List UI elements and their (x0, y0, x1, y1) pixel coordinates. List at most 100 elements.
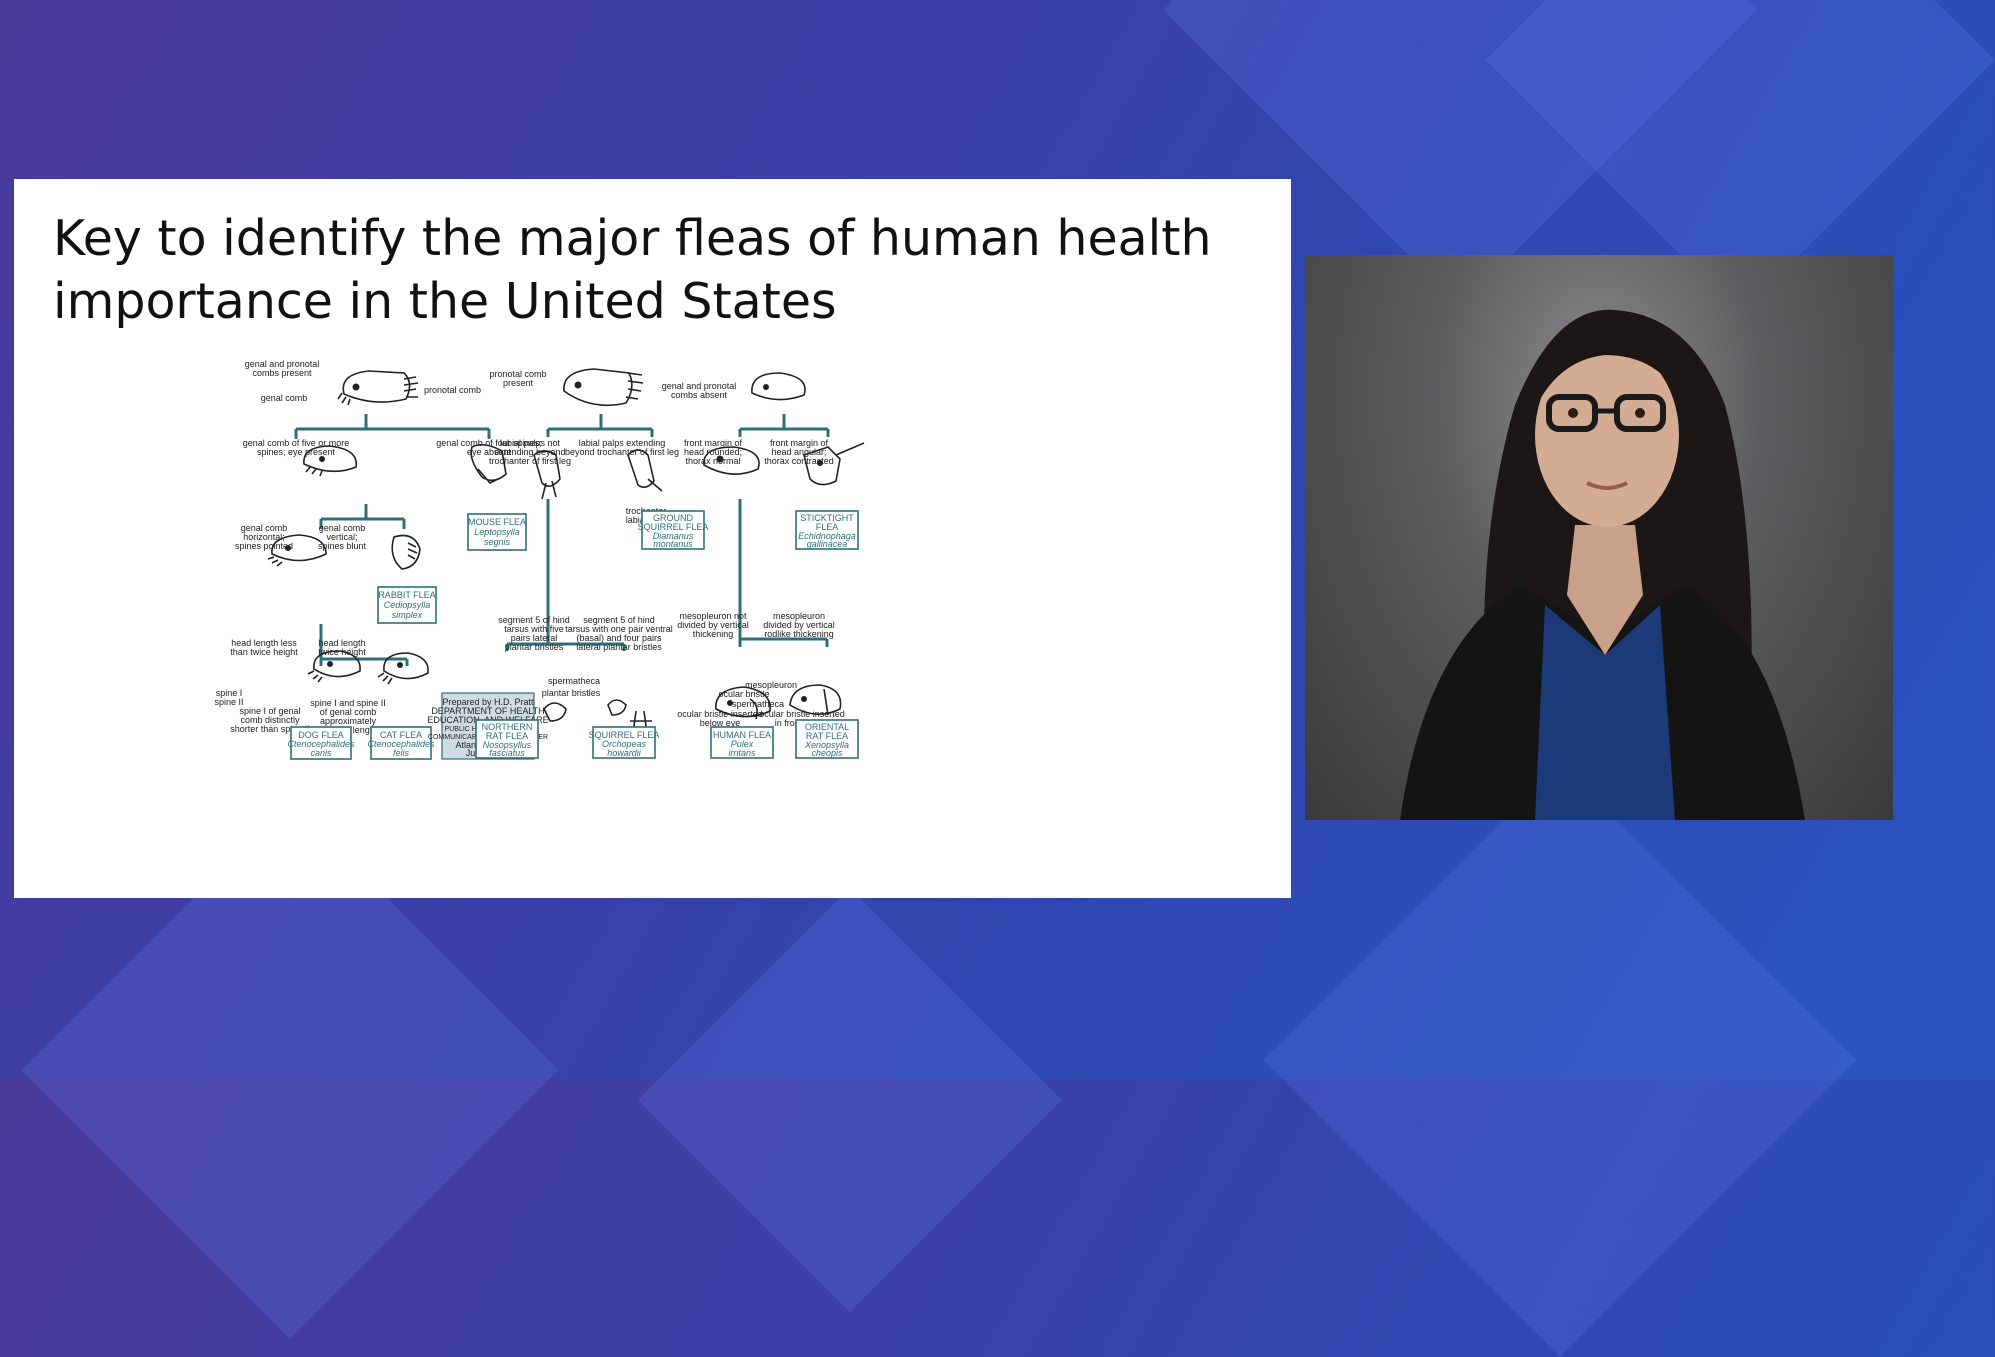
key-label-genal-four: genal comb of four spines; (436, 438, 542, 448)
key-label-genal-vertical: genal comb (319, 523, 366, 533)
key-label-seg5-one: segment 5 of hind (583, 615, 655, 625)
key-label-spermatheca: spermatheca (548, 676, 600, 686)
key-label-combs-absent: genal and pronotal (662, 381, 737, 391)
species-common: HUMAN FLEA (713, 730, 771, 740)
key-label-spine-equal: approximately (320, 716, 377, 726)
key-label-genal-four: eye absent (467, 447, 512, 457)
key-label-genal-comb: genal comb (261, 393, 308, 403)
key-label-meso-not: thickening (693, 629, 734, 639)
flea-head-illustration (703, 446, 760, 475)
species-box-rabbit: RABBIT FLEA Cediopsylla simplex (377, 586, 437, 624)
species-common: RAT FLEA (806, 731, 848, 741)
key-label-ocular-below: ocular bristle inserted (677, 709, 763, 719)
key-label-spermatheca2: spermatheca (732, 699, 784, 709)
flea-head-illustration (391, 534, 421, 570)
key-label-genal-horizontal: horizontal; (243, 532, 285, 542)
key-label-spine-ii: spine II (214, 697, 243, 707)
key-label-labial-ext: beyond trochanter of first leg (565, 447, 679, 457)
slide-title: Key to identify the major fleas of human… (53, 210, 1212, 330)
key-label-pronotal-comb: pronotal comb (424, 385, 481, 395)
key-label-meso-not: divided by vertical (677, 620, 749, 630)
species-box-sticktight: STICKTIGHT FLEA Echidnophaga gallinacea (795, 510, 859, 550)
key-label-seg5-five: pairs lateral (511, 633, 558, 643)
species-common: RABBIT FLEA (378, 590, 435, 600)
key-label-front-angular: front margin of (770, 438, 829, 448)
key-label-ocular-bristle: ocular bristle (718, 689, 769, 699)
species-box-dog: DOG FLEA Ctenocephalides canis (287, 726, 355, 760)
key-label-seg5-one: (basal) and four pairs (576, 633, 662, 643)
species-latin: Diamanus (653, 531, 694, 541)
key-label-genal-vertical: vertical; (326, 532, 357, 542)
species-common: SQUIRREL FLEA (589, 730, 660, 740)
species-latin: gallinacea (807, 539, 848, 549)
key-label-pronotal-present: pronotal comb (489, 369, 546, 379)
species-box-mouse: MOUSE FLEA Leptopsylla segnis (467, 513, 527, 551)
species-box-squirrel: SQUIRREL FLEA Orchopeas howardii (589, 726, 660, 759)
species-latin: Nosopsyllus (483, 740, 532, 750)
tarsus-illustration (607, 699, 652, 742)
key-label-front-rounded: front margin of (684, 438, 743, 448)
flea-leg-illustration (627, 449, 663, 492)
species-common: SQUIRREL FLEA (638, 522, 709, 532)
key-label-meso-not: mesopleuron not (679, 611, 747, 621)
key-label-head-twice: twice height (318, 647, 366, 657)
key-label-spine-equal: of genal comb (320, 707, 377, 717)
key-label-ocular-front: ocular bristle inserted (759, 709, 845, 719)
background-shape (637, 887, 1063, 1313)
species-common: CAT FLEA (380, 730, 422, 740)
key-label-labial-not: extending beyond (494, 447, 565, 457)
key-label-meso-div: divided by vertical (763, 620, 835, 630)
species-latin: Pulex (731, 739, 754, 749)
key-label-meso-div: mesopleuron (773, 611, 825, 621)
species-latin: montanus (653, 539, 693, 549)
species-latin: canis (310, 748, 332, 758)
species-common: FLEA (816, 522, 839, 532)
key-label-meso-div: rodlike thickening (764, 629, 834, 639)
species-box-cat: CAT FLEA Ctenocephalides felis (367, 726, 435, 760)
key-label-genal-horizontal: genal comb (241, 523, 288, 533)
species-box-human: HUMAN FLEA Pulex irritans (710, 726, 774, 759)
key-label-seg5-one: lateral plantar bristles (576, 642, 662, 652)
key-label-front-angular: head angular; (771, 447, 826, 457)
species-common: STICKTIGHT (800, 513, 854, 523)
flea-head-illustration (337, 370, 419, 406)
key-label-front-rounded: head rounded; (684, 447, 742, 457)
key-label-pronotal-present: present (503, 378, 534, 388)
species-latin: simplex (392, 610, 423, 620)
species-latin: Orchopeas (602, 739, 647, 749)
key-label-genal-five: genal comb of five or more (243, 438, 350, 448)
flea-head-illustration (307, 650, 361, 683)
species-latin: Ctenocephalides (367, 739, 435, 749)
species-latin: irritans (728, 748, 756, 758)
species-latin: Echidnophaga (798, 531, 856, 541)
key-label-seg5-five: tarsus with five (504, 624, 564, 634)
species-latin: felis (393, 748, 410, 758)
flea-head-illustration (803, 442, 865, 486)
species-latin: fasciatus (489, 748, 525, 758)
key-label-head-twice: head length (318, 638, 365, 648)
key-label-mesopleuron: mesopleuron (745, 680, 797, 690)
presentation-slide: Key to identify the major fleas of human… (14, 179, 1291, 898)
key-label-seg5-five: segment 5 of hind (498, 615, 570, 625)
species-box-ground-squirrel: GROUND SQUIRREL FLEA Diamanus montanus (638, 510, 709, 550)
key-label-genal-pronotal-present: combs present (252, 368, 312, 378)
species-common: NORTHERN (482, 722, 533, 732)
key-label-combs-absent: combs absent (671, 390, 728, 400)
key-label-front-angular: thorax contracted (764, 456, 834, 466)
flea-head-illustration (267, 534, 327, 567)
credit-line: DEPARTMENT OF HEALTH (431, 706, 544, 716)
flea-head-illustration (470, 443, 507, 484)
key-label-spine-i: spine I (216, 688, 243, 698)
key-label-genal-pronotal-present: genal and pronotal (245, 359, 320, 369)
species-common: MOUSE FLEA (468, 517, 526, 527)
flea-body-illustration (715, 686, 771, 720)
species-latin: cheopis (811, 748, 843, 758)
key-label-spine-shorter: comb distinctly (240, 715, 300, 725)
key-label-labial-not: labial palps not (500, 438, 561, 448)
key-label-labial-not: trochanter of first leg (489, 456, 571, 466)
species-latin: howardii (607, 748, 642, 758)
species-box-northern-rat: NORTHERN RAT FLEA Nosopsyllus fasciatus (475, 719, 539, 759)
flea-leg-illustration (533, 450, 561, 500)
flea-head-illustration (303, 445, 358, 477)
